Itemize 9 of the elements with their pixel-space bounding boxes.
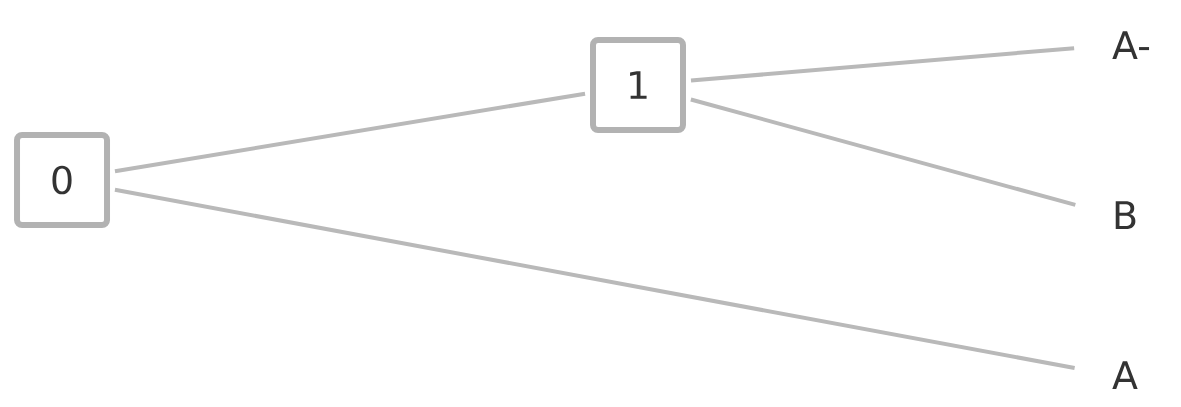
connector-line [690, 46, 1075, 83]
leaf-label: A- [1112, 31, 1150, 59]
connector-line [690, 97, 1076, 207]
connector-line [114, 187, 1075, 370]
number-box: 1 [590, 37, 686, 133]
connector-line [114, 91, 586, 174]
leaf-label: A [1112, 361, 1138, 389]
leaf-label: B [1115, 201, 1136, 229]
number-box: 0 [14, 132, 110, 228]
